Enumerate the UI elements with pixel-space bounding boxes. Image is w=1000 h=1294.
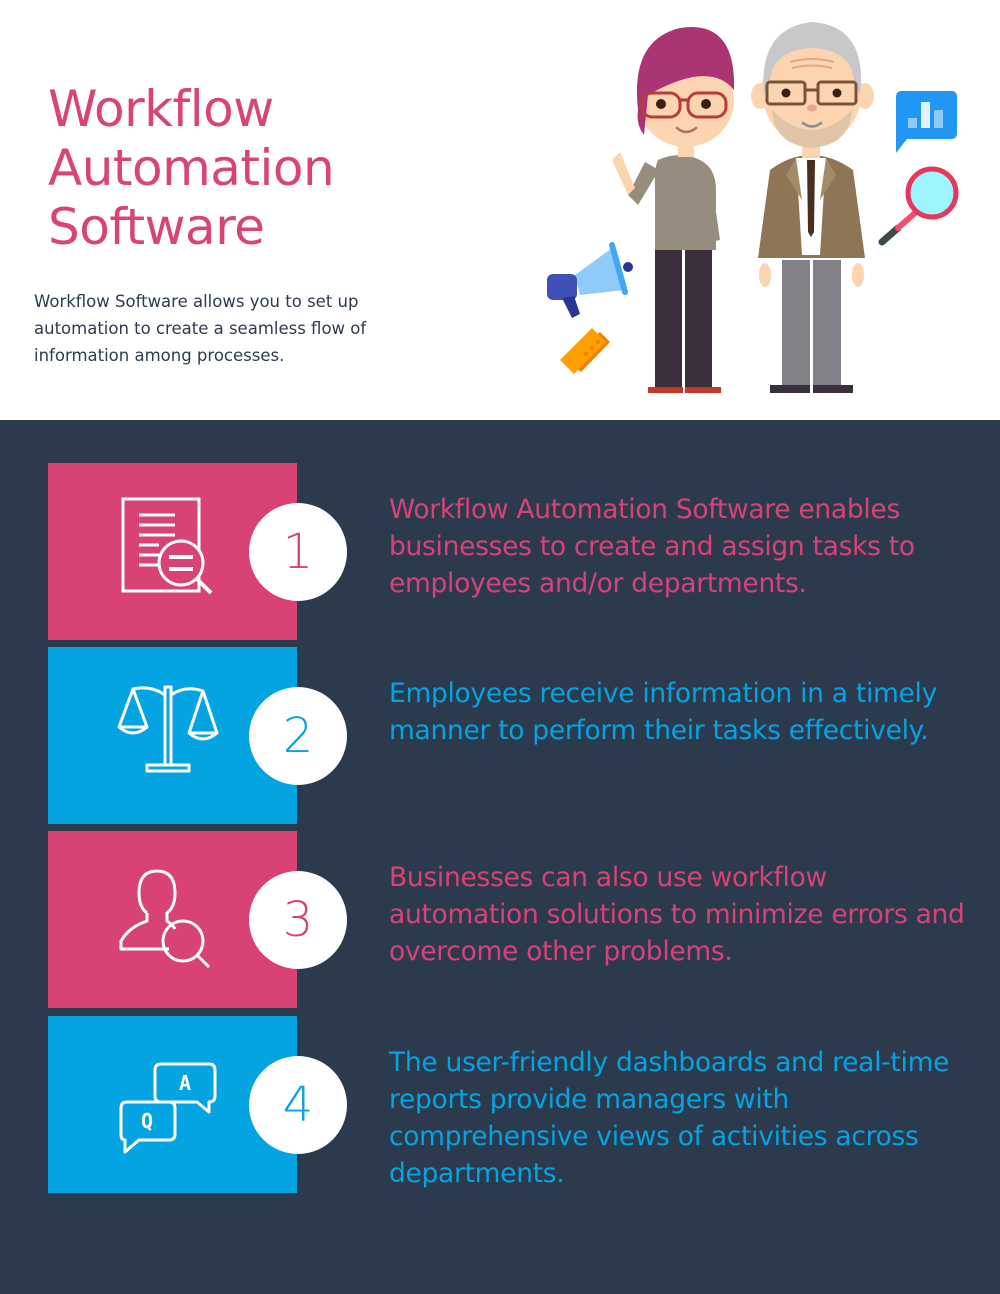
step-1: 1 Workflow Automation Software enables b… <box>0 463 1000 640</box>
title-line-3: Software <box>48 198 265 256</box>
man-character <box>751 22 874 393</box>
megaphone-icon <box>547 242 633 318</box>
svg-text:Q: Q <box>141 1109 153 1133</box>
chart-speech-bubble-icon <box>896 91 957 153</box>
title-line-2: Automation <box>48 139 335 197</box>
step-1-number: 1 <box>249 503 347 601</box>
step-4-text: The user-friendly dashboards and real-ti… <box>389 1047 950 1189</box>
user-search-icon <box>119 869 211 969</box>
balance-scale-icon <box>117 685 219 773</box>
steps-section: 1 Workflow Automation Software enables b… <box>0 420 1000 1294</box>
woman-character <box>612 27 734 393</box>
ticket-icon <box>560 328 610 374</box>
header-section: Workflow Automation Software Workflow So… <box>0 0 1000 420</box>
step-4-number: 4 <box>249 1056 347 1154</box>
step-3-number: 3 <box>249 871 347 969</box>
title-line-1: Workflow <box>48 80 274 138</box>
page-title: Workflow Automation Software <box>48 80 335 257</box>
step-2-text: Employees receive information in a timel… <box>389 678 937 746</box>
step-2: 2 Employees receive information in a tim… <box>0 647 1000 824</box>
magnifying-glass-icon <box>878 166 959 246</box>
people-illustration <box>547 22 959 393</box>
step-4: A Q 4 The user-friendly dashboards and r… <box>0 1016 1000 1193</box>
document-search-icon <box>121 497 213 595</box>
qa-chat-icon: A Q <box>119 1062 217 1154</box>
step-3-text: Businesses can also use workflow automat… <box>389 862 965 967</box>
step-3: 3 Businesses can also use workflow autom… <box>0 831 1000 1008</box>
step-2-number: 2 <box>249 687 347 785</box>
intro-text: Workflow Software allows you to set up a… <box>34 292 367 365</box>
step-1-text: Workflow Automation Software enables bus… <box>389 494 915 599</box>
svg-text:A: A <box>179 1071 191 1095</box>
